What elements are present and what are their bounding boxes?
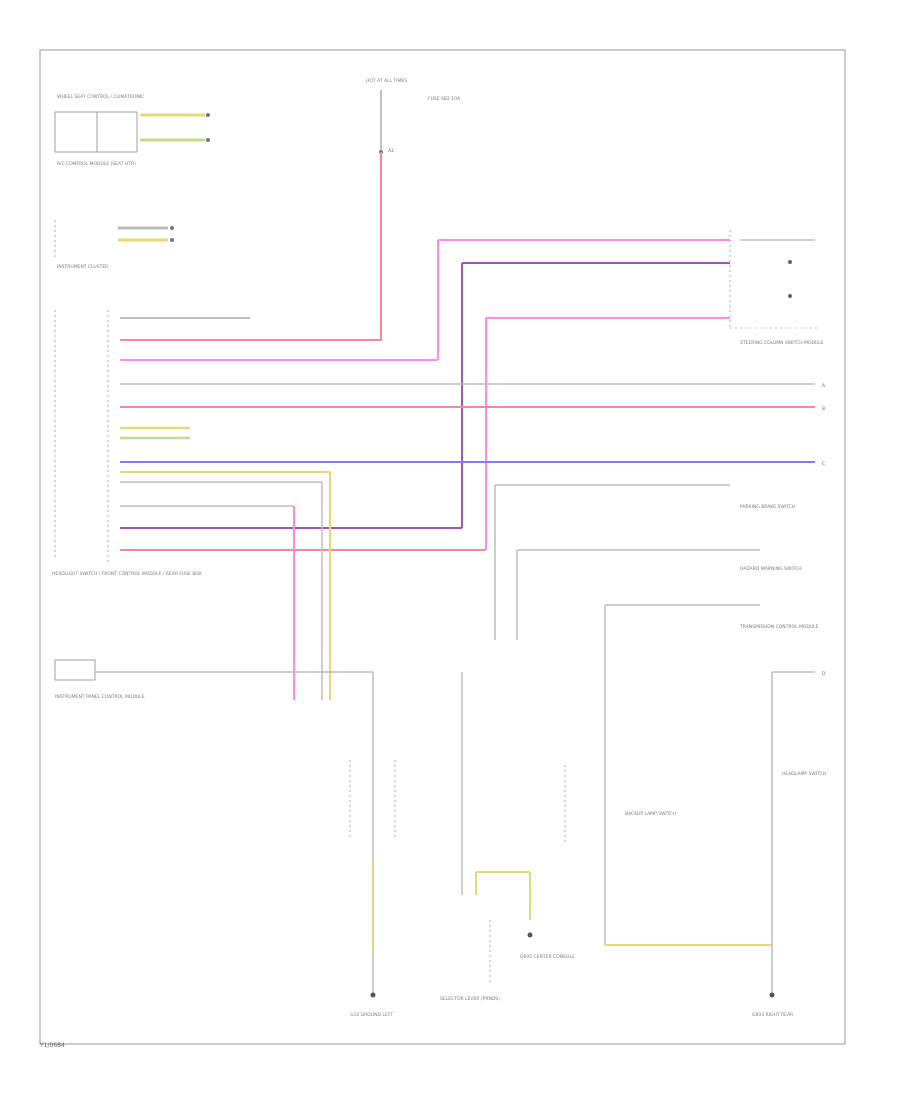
wire-gray-parking bbox=[494, 484, 730, 640]
svg-text:BACKUP LAMP SWITCH: BACKUP LAMP SWITCH bbox=[625, 811, 676, 817]
svg-text:HEADLIGHT SWITCH / FRONT CONTR: HEADLIGHT SWITCH / FRONT CONTROL MODULE … bbox=[52, 571, 202, 577]
heated-seat-switch: WHEEL SEAT CONTROL / CLIMATRONIC A/C CON… bbox=[54, 94, 210, 167]
svg-text:G10 GROUND LEFT: G10 GROUND LEFT bbox=[350, 1012, 393, 1018]
wire-gray-down bbox=[120, 481, 323, 700]
headlamp-switch: HEADLAMP SWITCH G603 RIGHT REAR bbox=[752, 671, 826, 1018]
fuse-sb2: HOT AT ALL TIMES FUSE SB2 10A A2 bbox=[366, 78, 461, 154]
wire-gray-transmission bbox=[604, 604, 760, 640]
steering-column-module: STEERING COLUMN SWITCH MODULE bbox=[729, 230, 824, 346]
wire-yellow-down bbox=[120, 471, 331, 700]
label-hazard-switch: HAZARD WARNING SWITCH bbox=[740, 566, 802, 572]
svg-text:C: C bbox=[822, 461, 825, 467]
wire-magenta-down bbox=[120, 505, 295, 700]
page-code: Y1/0684 bbox=[40, 1042, 65, 1049]
instrument-panel-control: INSTRUMENT PANEL CONTROL MODULE bbox=[54, 659, 374, 995]
wire-purple bbox=[120, 262, 730, 529]
label-transmission: TRANSMISSION CONTROL MODULE bbox=[739, 624, 819, 630]
wire-red-fuse bbox=[120, 152, 382, 341]
svg-text:HOT AT ALL TIMES: HOT AT ALL TIMES bbox=[366, 78, 407, 84]
svg-text:A2: A2 bbox=[388, 148, 394, 154]
svg-text:INSTRUMENT PANEL CONTROL MODUL: INSTRUMENT PANEL CONTROL MODULE bbox=[55, 694, 145, 700]
wire-pink bbox=[120, 317, 730, 551]
svg-text:FUSE SB2 10A: FUSE SB2 10A bbox=[428, 96, 461, 102]
svg-text:STEERING COLUMN SWITCH MODULE: STEERING COLUMN SWITCH MODULE bbox=[740, 340, 824, 346]
svg-text:G603 RIGHT REAR: G603 RIGHT REAR bbox=[752, 1012, 793, 1018]
diagram-frame bbox=[39, 49, 846, 1045]
selector-lever: SELECTOR LEVER (PRNDS) G605 CENTER CONSO… bbox=[440, 672, 575, 1002]
terminal-markers: A B C D bbox=[822, 383, 826, 677]
svg-text:D: D bbox=[822, 671, 826, 677]
svg-text:HEADLAMP SWITCH: HEADLAMP SWITCH bbox=[782, 771, 826, 777]
label-parking-brake: PARKING BRAKE SWITCH bbox=[740, 504, 795, 510]
wire-gray-hazard bbox=[516, 549, 760, 640]
svg-text:A/C CONTROL MODULE (SEAT HTR): A/C CONTROL MODULE (SEAT HTR) bbox=[57, 161, 136, 167]
backup-lamp-switch: BACKUP LAMP SWITCH bbox=[564, 640, 772, 946]
svg-text:SELECTOR LEVER (PRNDS): SELECTOR LEVER (PRNDS) bbox=[440, 996, 500, 1002]
module-connector-column: HEADLIGHT SWITCH / FRONT CONTROL MODULE … bbox=[52, 310, 202, 577]
svg-text:A: A bbox=[822, 383, 826, 389]
brake-light-switch: G10 GROUND LEFT bbox=[349, 760, 396, 1018]
wire-magenta bbox=[120, 239, 730, 361]
svg-text:WHEEL SEAT CONTROL / CLIMATRON: WHEEL SEAT CONTROL / CLIMATRONIC bbox=[57, 94, 144, 100]
instrument-cluster: INSTRUMENT CLUSTER bbox=[54, 220, 174, 270]
svg-text:B: B bbox=[822, 406, 825, 412]
svg-text:INSTRUMENT CLUSTER: INSTRUMENT CLUSTER bbox=[57, 264, 108, 270]
svg-text:G605 CENTER CONSOLE: G605 CENTER CONSOLE bbox=[520, 954, 575, 960]
